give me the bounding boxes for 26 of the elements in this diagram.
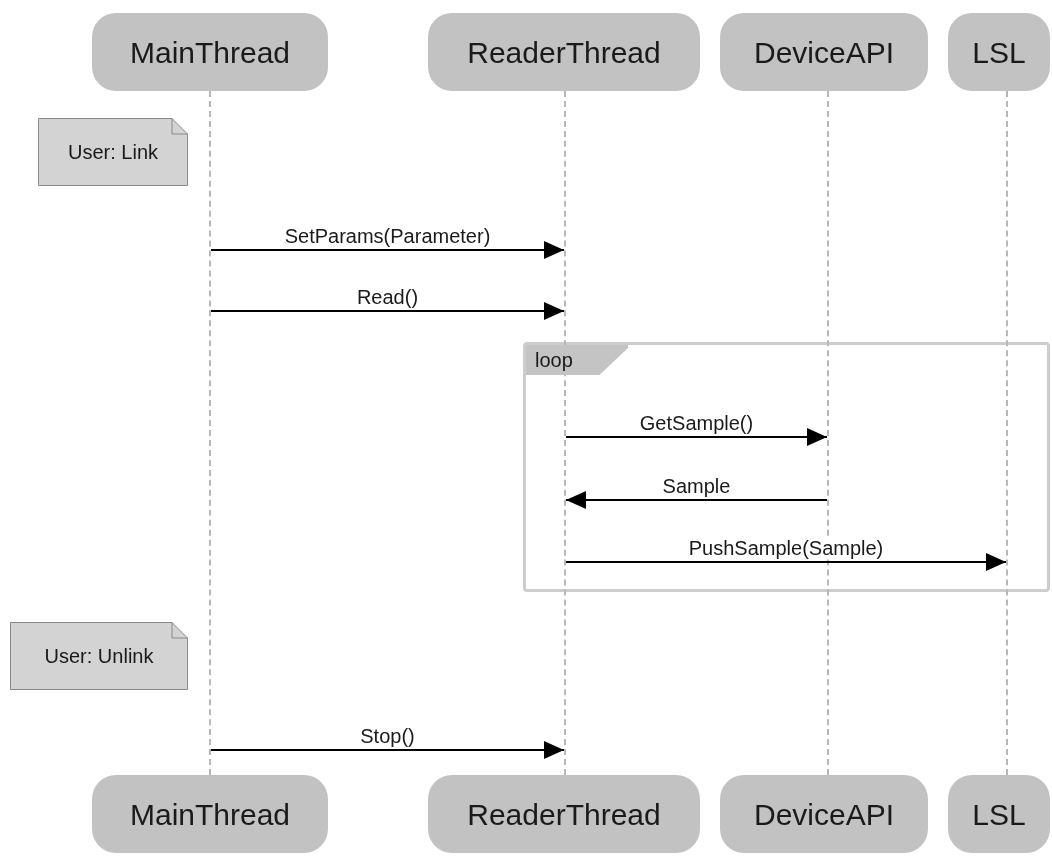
message-label: Stop(): [359, 725, 416, 747]
message-label: PushSample(Sample): [687, 537, 885, 559]
participant-header: DeviceAPI: [720, 13, 928, 91]
message-arrow: [565, 553, 1007, 571]
lifeline: [564, 91, 566, 775]
note: User: Link: [38, 118, 188, 186]
participant-header: ReaderThread: [428, 775, 700, 853]
message-arrow: [565, 491, 828, 509]
message-arrow: [565, 428, 828, 446]
note: User: Unlink: [10, 622, 188, 690]
lifeline: [209, 91, 211, 775]
participant-header: DeviceAPI: [720, 775, 928, 853]
message-label: GetSample(): [638, 412, 755, 434]
message-label: Read(): [355, 286, 420, 308]
participant-header: ReaderThread: [428, 13, 700, 91]
participant-header: MainThread: [92, 775, 328, 853]
message-label: Sample: [661, 475, 732, 497]
participant-header: LSL: [948, 775, 1050, 853]
lifeline: [1006, 91, 1008, 775]
loop-tab: loop: [526, 345, 628, 375]
participant-header: LSL: [948, 13, 1050, 91]
message-arrow: [210, 302, 565, 320]
message-arrow: [210, 241, 565, 259]
message-label: SetParams(Parameter): [283, 225, 492, 247]
participant-header: MainThread: [92, 13, 328, 91]
message-arrow: [210, 741, 565, 759]
